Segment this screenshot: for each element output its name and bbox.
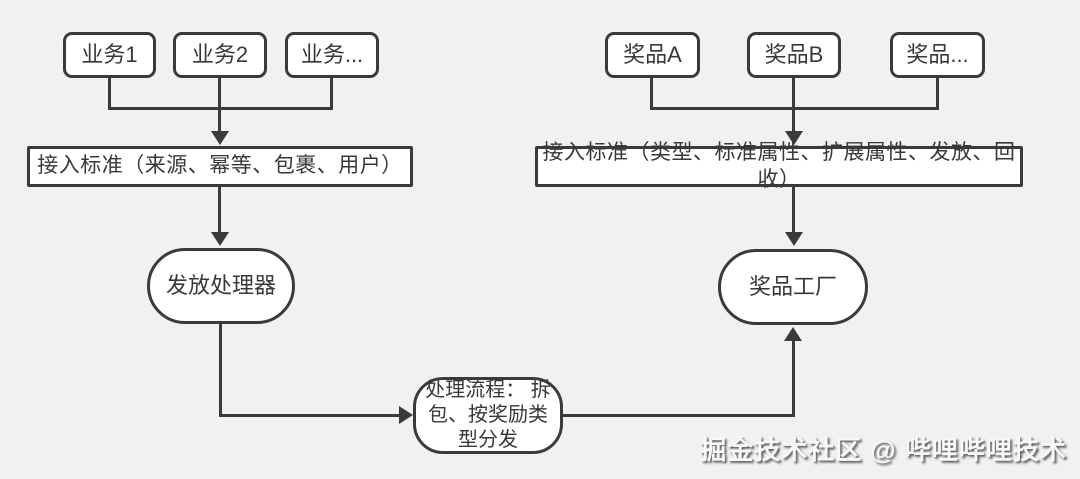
connector-process-right	[563, 414, 794, 417]
connector-standard-to-processor	[218, 187, 221, 233]
watermark-text: 掘金技术社区 @ 哔哩哔哩技术	[700, 435, 1067, 465]
arrowhead-down	[211, 232, 229, 246]
arrowhead-down	[785, 232, 803, 246]
connector-process-up	[792, 340, 795, 417]
node-access-standard-left: 接入标准（来源、幂等、包裹、用户）	[27, 146, 413, 187]
connector-business1-stub	[108, 78, 111, 110]
connector-standard-to-factory	[792, 187, 795, 233]
connector-prize-to-standard	[792, 78, 795, 132]
node-dispatch-processor: 发放处理器	[147, 248, 295, 324]
node-process-flow: 处理流程： 拆包、按奖励类型分发	[413, 377, 563, 454]
node-access-standard-right: 接入标准（类型、标准属性、扩展属性、发放、回收）	[535, 141, 1023, 191]
node-prize-more: 奖品...	[890, 32, 985, 78]
node-business-more: 业务...	[285, 32, 379, 78]
connector-processor-down	[219, 324, 222, 417]
node-business-2: 业务2	[173, 32, 267, 78]
node-prize-factory: 奖品工厂	[718, 249, 868, 325]
connector-business-to-standard	[218, 78, 221, 132]
arrowhead-right	[399, 406, 413, 424]
node-prize-a: 奖品A	[605, 32, 700, 78]
arrowhead-down	[211, 131, 229, 145]
connector-business-more-stub	[330, 78, 333, 110]
connector-processor-right	[219, 414, 400, 417]
connector-prize-more-stub	[936, 78, 939, 110]
node-business-1: 业务1	[63, 32, 156, 78]
arrowhead-up	[784, 327, 802, 341]
arrowhead-down	[785, 131, 803, 145]
connector-prize-a-stub	[650, 78, 653, 110]
node-prize-b: 奖品B	[747, 32, 841, 78]
